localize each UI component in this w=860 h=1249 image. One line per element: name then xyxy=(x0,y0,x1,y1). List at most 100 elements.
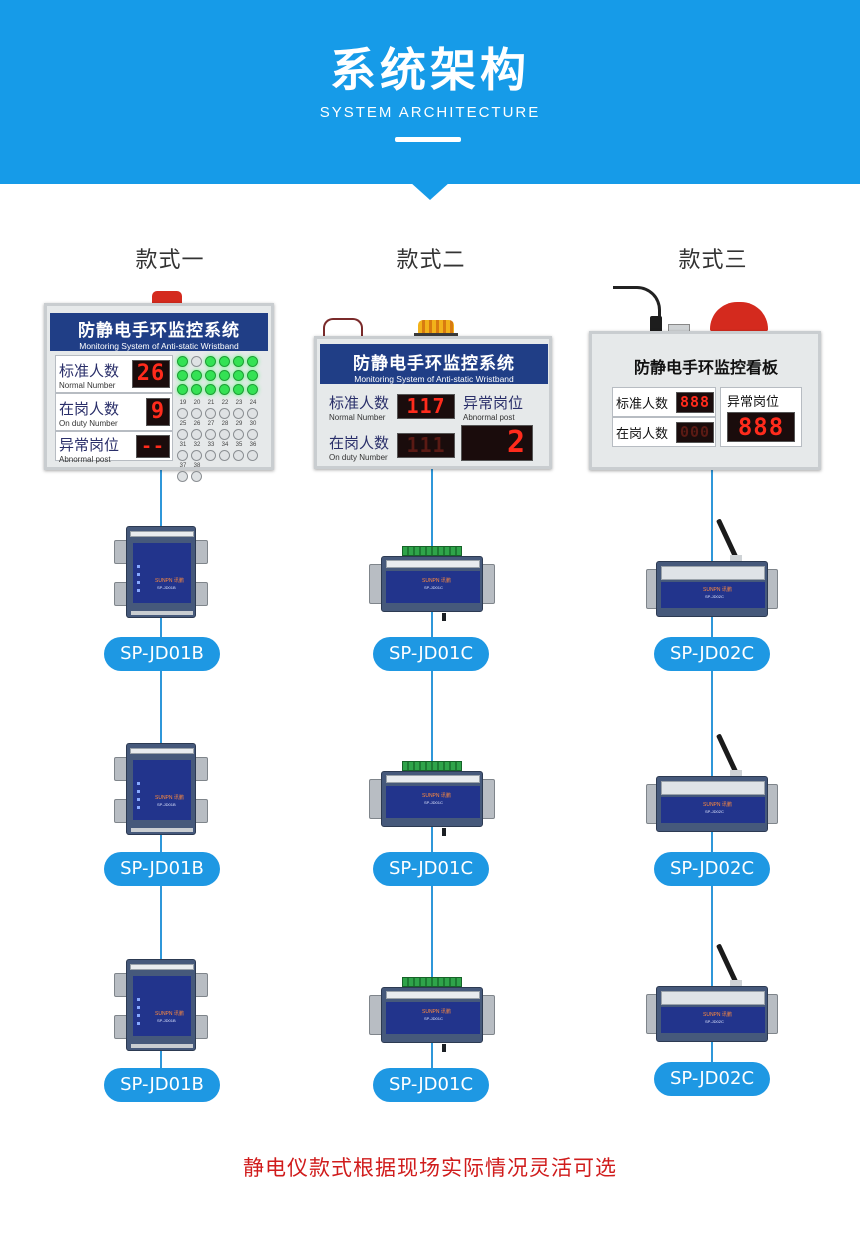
column-heading-1: 款式一 xyxy=(135,248,205,273)
mounting-ear xyxy=(194,973,208,997)
led-number-label: 36 xyxy=(249,442,257,448)
device-label-strip xyxy=(386,775,480,783)
device-brand-label: SUNPN 讯鹏 xyxy=(703,1012,732,1018)
mounting-ear xyxy=(481,564,495,604)
indicator-leds xyxy=(137,565,141,597)
led-number-label: 25 xyxy=(179,421,187,427)
display-board-style-3: 防静电手环监控看板 标准人数 888 在岗人数 000 异常岗位 888 xyxy=(589,331,821,470)
status-led xyxy=(191,384,202,395)
device-brand-label: SUNPN 讯鹏 xyxy=(155,795,184,801)
device-model-label: SP-JD01C xyxy=(424,800,443,805)
board-title: 防静电手环监控系统 Monitoring System of Anti-stat… xyxy=(320,344,548,384)
status-led xyxy=(177,408,188,419)
device-model-label: SP-JD01C xyxy=(424,1016,443,1021)
status-led xyxy=(233,408,244,419)
status-led xyxy=(233,384,244,395)
status-led xyxy=(233,370,244,381)
status-led xyxy=(205,356,216,367)
device-front-panel xyxy=(386,786,480,818)
standard-count-display: 117 xyxy=(397,394,455,419)
status-led xyxy=(247,384,258,395)
device-brand-label: SUNPN 讯鹏 xyxy=(703,802,732,808)
device-label-strip xyxy=(386,560,480,568)
device-model-label: SP-JD01C xyxy=(424,585,443,590)
status-led xyxy=(191,471,202,482)
abnormal-post-display: 2 xyxy=(461,425,533,461)
device-front-panel xyxy=(133,543,191,603)
model-label: SP-JD01B xyxy=(104,852,220,886)
led-number-label: 27 xyxy=(207,421,215,427)
page-subtitle: SYSTEM ARCHITECTURE xyxy=(319,104,541,121)
led-number-label: 29 xyxy=(235,421,243,427)
abnormal-post-display: 888 xyxy=(727,412,795,442)
status-led xyxy=(247,370,258,381)
led-number-label: 30 xyxy=(249,421,257,427)
led-number-label: 33 xyxy=(207,442,215,448)
device-brand-label: SUNPN 讯鹏 xyxy=(703,587,732,593)
alarm-beacon-icon xyxy=(152,291,182,305)
status-led xyxy=(191,450,202,461)
device-front-panel xyxy=(133,760,191,820)
status-led xyxy=(205,408,216,419)
port-connector xyxy=(131,1044,193,1048)
row-standard: 标准人数 888 xyxy=(612,387,716,417)
status-led xyxy=(219,429,230,440)
led-number-label: 19 xyxy=(179,400,187,406)
on-duty-count-display: 111 xyxy=(397,433,455,458)
model-label: SP-JD02C xyxy=(654,637,770,671)
device-front-panel xyxy=(661,582,765,608)
status-led xyxy=(191,429,202,440)
led-number-label: 22 xyxy=(221,400,229,406)
column-heading-2: 款式二 xyxy=(396,248,466,273)
led-number-label: 35 xyxy=(235,442,243,448)
mounting-ear xyxy=(194,799,208,823)
device-front-panel xyxy=(661,1007,765,1033)
alarm-beacon-icon xyxy=(418,320,454,334)
status-led xyxy=(177,370,188,381)
device-label-strip xyxy=(661,991,765,1005)
standard-count-display: 888 xyxy=(676,392,714,413)
status-led xyxy=(247,450,258,461)
device-brand-label: SUNPN 讯鹏 xyxy=(422,578,451,584)
indicator-leds xyxy=(137,998,141,1030)
device-model-label: SP-JD02C xyxy=(705,594,724,599)
terminal-block xyxy=(402,977,462,987)
status-led xyxy=(191,408,202,419)
row-abnormal: 异常岗位 888 xyxy=(720,387,802,447)
port-connector xyxy=(131,611,193,615)
title-underline xyxy=(395,137,461,142)
column-heading-3: 款式三 xyxy=(678,248,748,273)
port-connector xyxy=(442,1044,446,1052)
device-label-strip xyxy=(130,531,194,537)
device-label-strip xyxy=(661,781,765,795)
status-led xyxy=(177,356,188,367)
device-model-label: SP-JD01B xyxy=(157,585,176,590)
alarm-beacon-icon xyxy=(710,302,768,332)
model-label: SP-JD01C xyxy=(373,852,489,886)
cable-plug xyxy=(650,316,662,334)
led-number-label: 34 xyxy=(221,442,229,448)
led-number-label: 38 xyxy=(193,463,201,469)
mounting-ear xyxy=(194,540,208,564)
power-cable-icon xyxy=(323,318,363,338)
footer-note: 静电仪款式根据现场实际情况灵活可选 xyxy=(243,1156,617,1180)
header-pointer xyxy=(410,182,450,200)
led-number-label: 20 xyxy=(193,400,201,406)
mounting-ear xyxy=(194,1015,208,1039)
model-label: SP-JD01B xyxy=(104,637,220,671)
status-led xyxy=(219,370,230,381)
model-label: SP-JD01B xyxy=(104,1068,220,1102)
status-led xyxy=(247,429,258,440)
status-led xyxy=(177,429,188,440)
status-led xyxy=(191,356,202,367)
on-duty-count-display: 9 xyxy=(146,398,170,426)
